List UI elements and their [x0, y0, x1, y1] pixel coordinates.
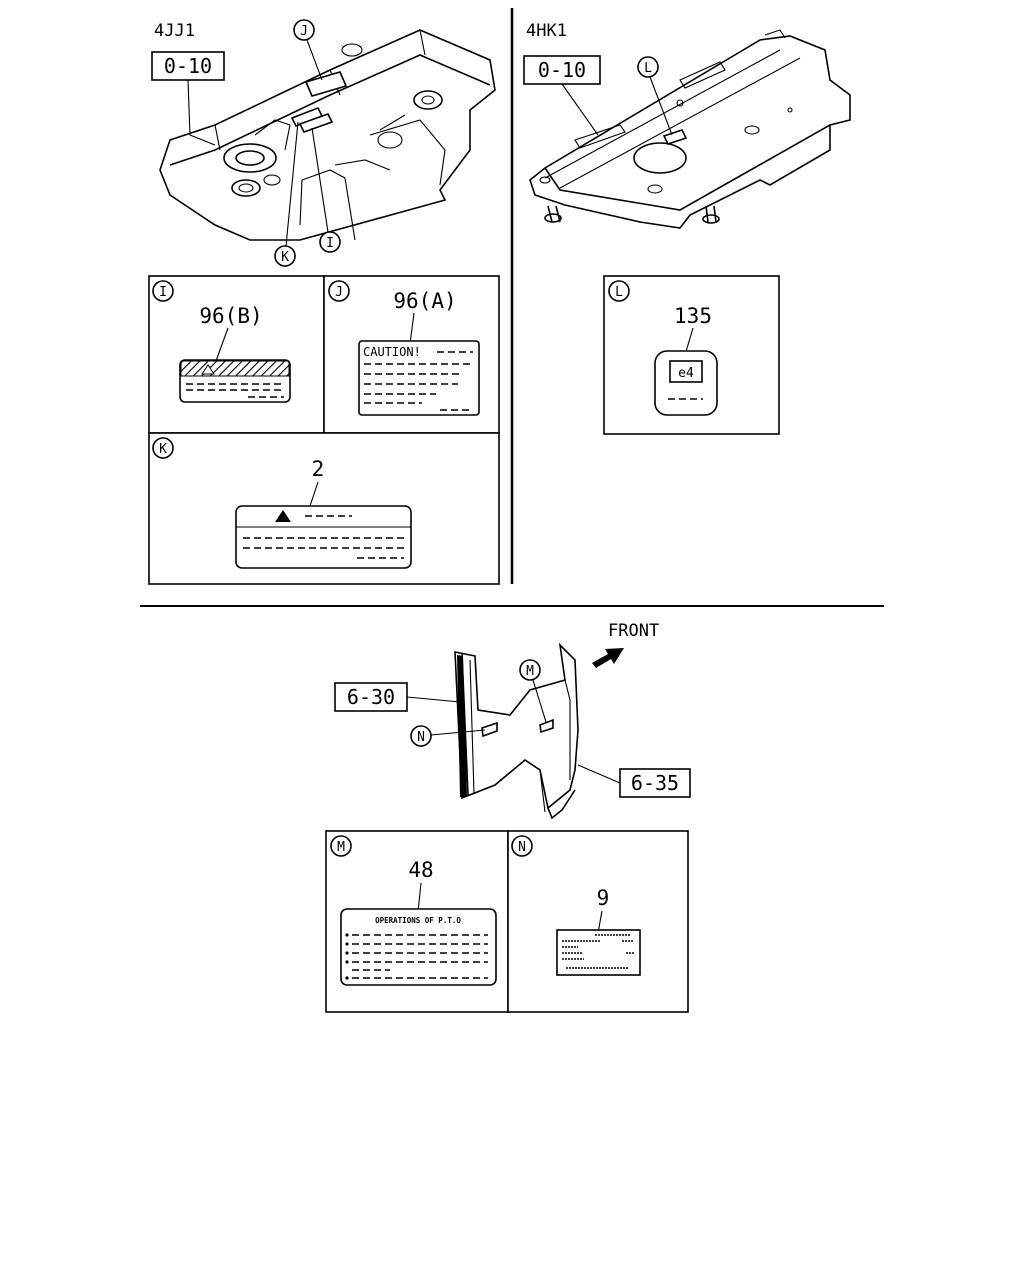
ref-number-6-30: 6-30	[347, 685, 395, 709]
callout-circle-n[interactable]	[410, 725, 432, 747]
detail-letter-i: I	[159, 285, 167, 300]
callout-circle-m[interactable]	[519, 659, 541, 681]
detail-circle-k	[152, 437, 174, 459]
front-label: FRONT	[608, 621, 659, 641]
detail-letter-k: K	[159, 442, 167, 457]
label-96a-heading: CAUTION!	[363, 345, 421, 359]
part-number-2: 2	[312, 457, 325, 481]
engine-cover-4jj1-drawing	[159, 29, 496, 241]
detail-letter-j: J	[335, 285, 343, 300]
ref-box-4jj1[interactable]	[151, 51, 225, 81]
cab-panel-drawing	[454, 642, 579, 820]
engine-label-4jj1: 4JJ1	[154, 21, 195, 41]
detail-circle-j	[328, 280, 350, 302]
detail-box-l: L 135 e4	[603, 275, 780, 435]
label-96a-drawing	[358, 340, 480, 416]
ref-number-6-35: 6-35	[631, 771, 679, 795]
detail-circle-m	[330, 835, 352, 857]
detail-box-i: I 96(B)	[148, 275, 325, 434]
part-number-96a: 96(A)	[393, 289, 456, 313]
ref-box-6-35[interactable]	[619, 768, 691, 798]
front-arrow-icon	[592, 648, 624, 668]
engine-cover-4hk1-drawing	[529, 29, 851, 229]
callout-letter-n: N	[417, 730, 425, 745]
part-number-135: 135	[674, 304, 712, 328]
detail-letter-n: N	[518, 840, 526, 855]
ref-number-4hk1: 0-10	[538, 58, 586, 82]
detail-circle-i	[152, 280, 174, 302]
ref-box-6-30[interactable]	[334, 682, 408, 712]
callout-letter-j: J	[300, 24, 308, 39]
engine-label-4hk1: 4HK1	[526, 21, 567, 41]
engine-4hk1-group: 4HK1 0-10 L	[523, 21, 851, 229]
label-135-mark: e4	[678, 366, 694, 381]
detail-letter-l: L	[615, 285, 623, 300]
detail-letter-m: M	[337, 840, 345, 855]
callout-circle-k[interactable]	[274, 245, 296, 267]
part-number-48: 48	[408, 858, 433, 882]
ref-box-4hk1[interactable]	[523, 55, 601, 85]
part-number-96b: 96(B)	[199, 304, 262, 328]
callout-letter-k: K	[281, 250, 289, 265]
engine-4jj1-group: 4JJ1 0-10 J	[151, 19, 496, 267]
ref-number-4jj1: 0-10	[164, 54, 212, 78]
callout-letter-l: L	[644, 61, 652, 76]
detail-circle-l	[608, 280, 630, 302]
detail-circle-n	[511, 835, 533, 857]
detail-box-n: N 9	[507, 830, 689, 1013]
callout-circle-i[interactable]	[319, 231, 341, 253]
cab-group: FRONT 6-30 6-35 M N	[334, 621, 691, 820]
detail-box-j: J 96(A) CAUTION!	[323, 275, 500, 434]
detail-box-k: K 2	[148, 432, 500, 585]
label-48-drawing	[340, 908, 497, 986]
part-number-9: 9	[597, 886, 610, 910]
callout-circle-l[interactable]	[637, 56, 659, 78]
callout-letter-i: I	[326, 236, 334, 251]
callout-letter-m: M	[526, 664, 534, 679]
detail-box-m: M 48 OPERATIONS OF P.T.O	[325, 830, 509, 1013]
callout-circle-j[interactable]	[293, 19, 315, 41]
label-48-heading: OPERATIONS OF P.T.O	[375, 916, 461, 925]
